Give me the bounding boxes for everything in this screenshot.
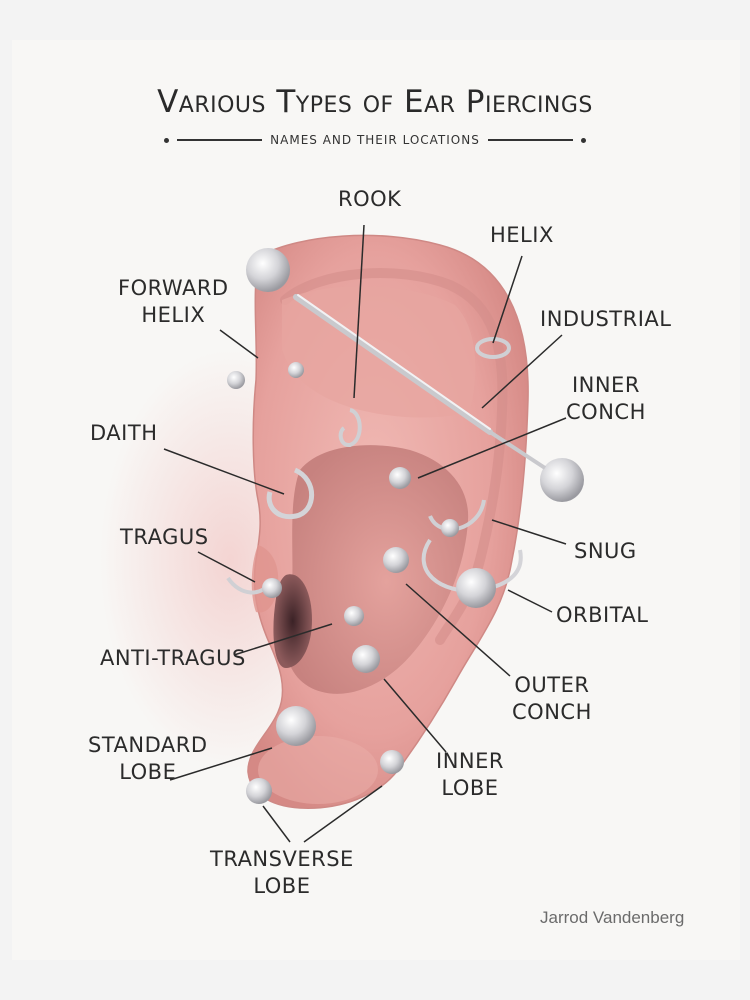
diagram-subtitle: Names and their locations	[270, 133, 480, 147]
leader-snug	[491, 519, 567, 545]
transverse-lobe-ball-left	[246, 778, 272, 804]
leader-rook	[353, 224, 365, 399]
label-anti-tragus: Anti-Tragus	[100, 646, 246, 670]
tragus-bead	[262, 578, 282, 598]
label-rook: Rook	[338, 187, 402, 211]
label-snug: Snug	[574, 539, 637, 563]
label-standard-lobe: Standard Lobe	[88, 733, 208, 784]
leader-inner-conch	[417, 417, 567, 479]
leader-industrial	[481, 334, 563, 409]
diagram-title: Various Types of Ear Piercings	[157, 84, 593, 120]
label-inner-lobe: Inner Lobe	[436, 749, 504, 800]
subtitle-dot-right	[581, 137, 586, 143]
transverse-lobe-ball-right	[380, 750, 404, 774]
forward-helix-top-ball	[246, 248, 290, 292]
leader-outer-conch	[405, 583, 511, 677]
leader-transverse-left	[262, 805, 291, 843]
forward-helix-ball-1	[288, 362, 304, 378]
subtitle-dot-left	[164, 137, 169, 143]
label-forward-helix: Forward Helix	[118, 276, 229, 327]
leader-transverse-right	[303, 785, 383, 843]
label-daith: Daith	[90, 421, 158, 445]
leader-helix	[492, 255, 523, 344]
orbital-ball	[456, 568, 496, 608]
subtitle-rule-left	[177, 139, 263, 141]
snug-bead	[441, 519, 459, 537]
label-transverse-lobe: Transverse Lobe	[210, 847, 354, 898]
helix-ring	[475, 337, 511, 359]
leader-forward-helix	[219, 329, 259, 359]
industrial-bar	[293, 294, 493, 435]
label-tragus: Tragus	[120, 525, 209, 549]
leader-daith	[163, 448, 285, 495]
industrial-ball	[540, 458, 584, 502]
industrial-bar-back	[488, 430, 547, 470]
leader-anti-tragus	[233, 623, 333, 656]
ear-canal	[273, 574, 312, 668]
leader-standard-lobe	[169, 747, 273, 781]
label-orbital: Orbital	[556, 603, 649, 627]
leader-inner-lobe	[383, 678, 447, 753]
inner-lobe-ball	[352, 645, 380, 673]
ear-conch	[286, 445, 469, 694]
label-helix: Helix	[490, 223, 554, 247]
daith-ring	[266, 467, 314, 520]
ear-lobe-shading	[258, 736, 378, 804]
label-inner-conch: Inner Conch	[566, 373, 646, 424]
standard-lobe-ball	[276, 706, 316, 746]
rook-ring	[338, 408, 362, 447]
outer-conch-ball	[383, 547, 409, 573]
anti-tragus-ball	[344, 606, 364, 626]
subtitle-row: Names and their locations	[164, 130, 586, 150]
label-outer-conch: Outer Conch	[512, 673, 592, 724]
leader-lines	[163, 224, 567, 843]
snug-ring	[428, 499, 486, 532]
label-industrial: Industrial	[540, 307, 672, 331]
inner-conch-ball	[389, 467, 411, 489]
leader-tragus	[197, 551, 256, 583]
leader-orbital	[507, 589, 553, 613]
industrial-bar-highlight	[297, 294, 491, 430]
subtitle-rule-right	[487, 139, 573, 141]
forward-helix-ball-2	[227, 371, 245, 389]
artist-credit: Jarrod Vandenberg	[540, 908, 685, 927]
